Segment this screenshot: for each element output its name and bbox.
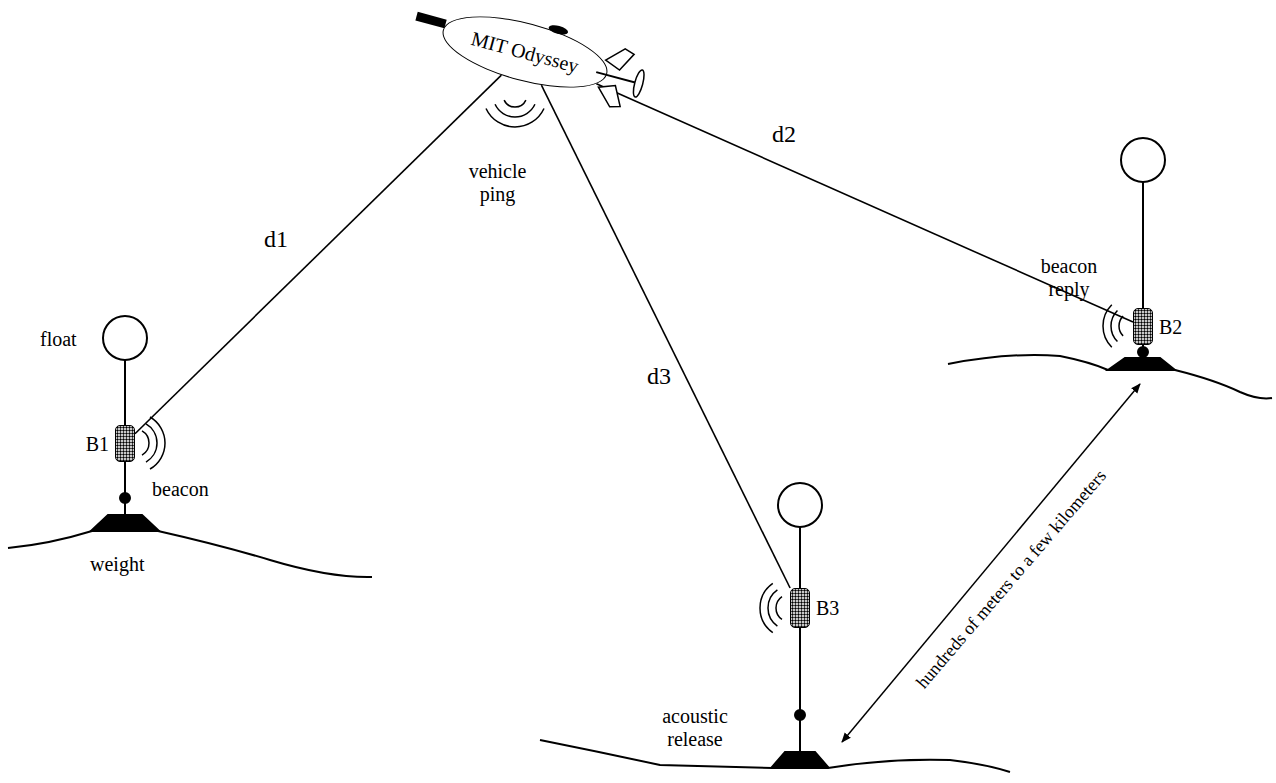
range-label: d1 bbox=[262, 225, 290, 253]
mooring-line bbox=[799, 527, 801, 588]
part-label: float bbox=[40, 328, 100, 351]
mooring-line bbox=[124, 360, 126, 425]
tail-fin bbox=[604, 45, 635, 73]
seafloor bbox=[540, 740, 1010, 772]
range-line bbox=[135, 75, 501, 434]
float-sphere bbox=[778, 483, 822, 527]
dimension-arrow bbox=[842, 384, 1140, 742]
mooring-line bbox=[799, 628, 801, 752]
beacon-box: B3 bbox=[790, 588, 810, 628]
sound-wave bbox=[150, 417, 165, 469]
sound-wave bbox=[760, 583, 773, 632]
release-dot bbox=[120, 493, 130, 503]
release-dot bbox=[795, 710, 805, 720]
sound-wave bbox=[142, 431, 149, 455]
sound-wave bbox=[768, 590, 777, 626]
tail-fin bbox=[594, 81, 625, 109]
beacon-box: B2 bbox=[1133, 308, 1153, 345]
range-line bbox=[596, 84, 1133, 322]
mooring bbox=[8, 316, 372, 577]
beacon-box: B1 bbox=[115, 425, 135, 462]
dimension-label: hundreds of meters to a few kilometers bbox=[886, 435, 1137, 723]
anchor-weight bbox=[92, 515, 158, 530]
annotation: vehicle ping bbox=[460, 160, 535, 206]
beacon-label: B2 bbox=[1159, 315, 1182, 338]
mooring bbox=[948, 138, 1272, 398]
vehicle-body: MIT Odyssey bbox=[435, 2, 614, 102]
sound-wave bbox=[486, 109, 544, 127]
beacon-label: B3 bbox=[816, 597, 839, 620]
range-line bbox=[541, 85, 790, 588]
part-label: beacon bbox=[152, 478, 232, 501]
sound-wave bbox=[776, 597, 782, 620]
sound-wave bbox=[1119, 316, 1123, 336]
mooring-line bbox=[124, 462, 126, 515]
sound-wave bbox=[504, 100, 526, 107]
mooring bbox=[540, 483, 1010, 772]
range-label: d3 bbox=[645, 362, 673, 390]
beacon-label: B1 bbox=[86, 432, 109, 455]
part-label: weight bbox=[90, 553, 170, 576]
range-label: d2 bbox=[770, 120, 798, 148]
propeller bbox=[631, 69, 646, 98]
float-sphere bbox=[103, 316, 147, 360]
sound-wave bbox=[495, 104, 535, 117]
release-dot bbox=[1138, 347, 1148, 357]
annotation: beacon reply bbox=[1030, 255, 1108, 301]
anchor-weight bbox=[772, 752, 828, 767]
anchor-weight bbox=[1108, 358, 1175, 370]
seafloor bbox=[8, 531, 372, 577]
mooring-line bbox=[1142, 182, 1144, 308]
nose-sensor bbox=[415, 12, 446, 28]
top-antenna bbox=[548, 23, 569, 36]
sound-wave bbox=[146, 424, 157, 462]
part-label: acoustic release bbox=[650, 705, 740, 751]
seafloor bbox=[948, 355, 1272, 398]
float-sphere bbox=[1121, 138, 1165, 182]
sound-waves bbox=[142, 100, 1123, 633]
